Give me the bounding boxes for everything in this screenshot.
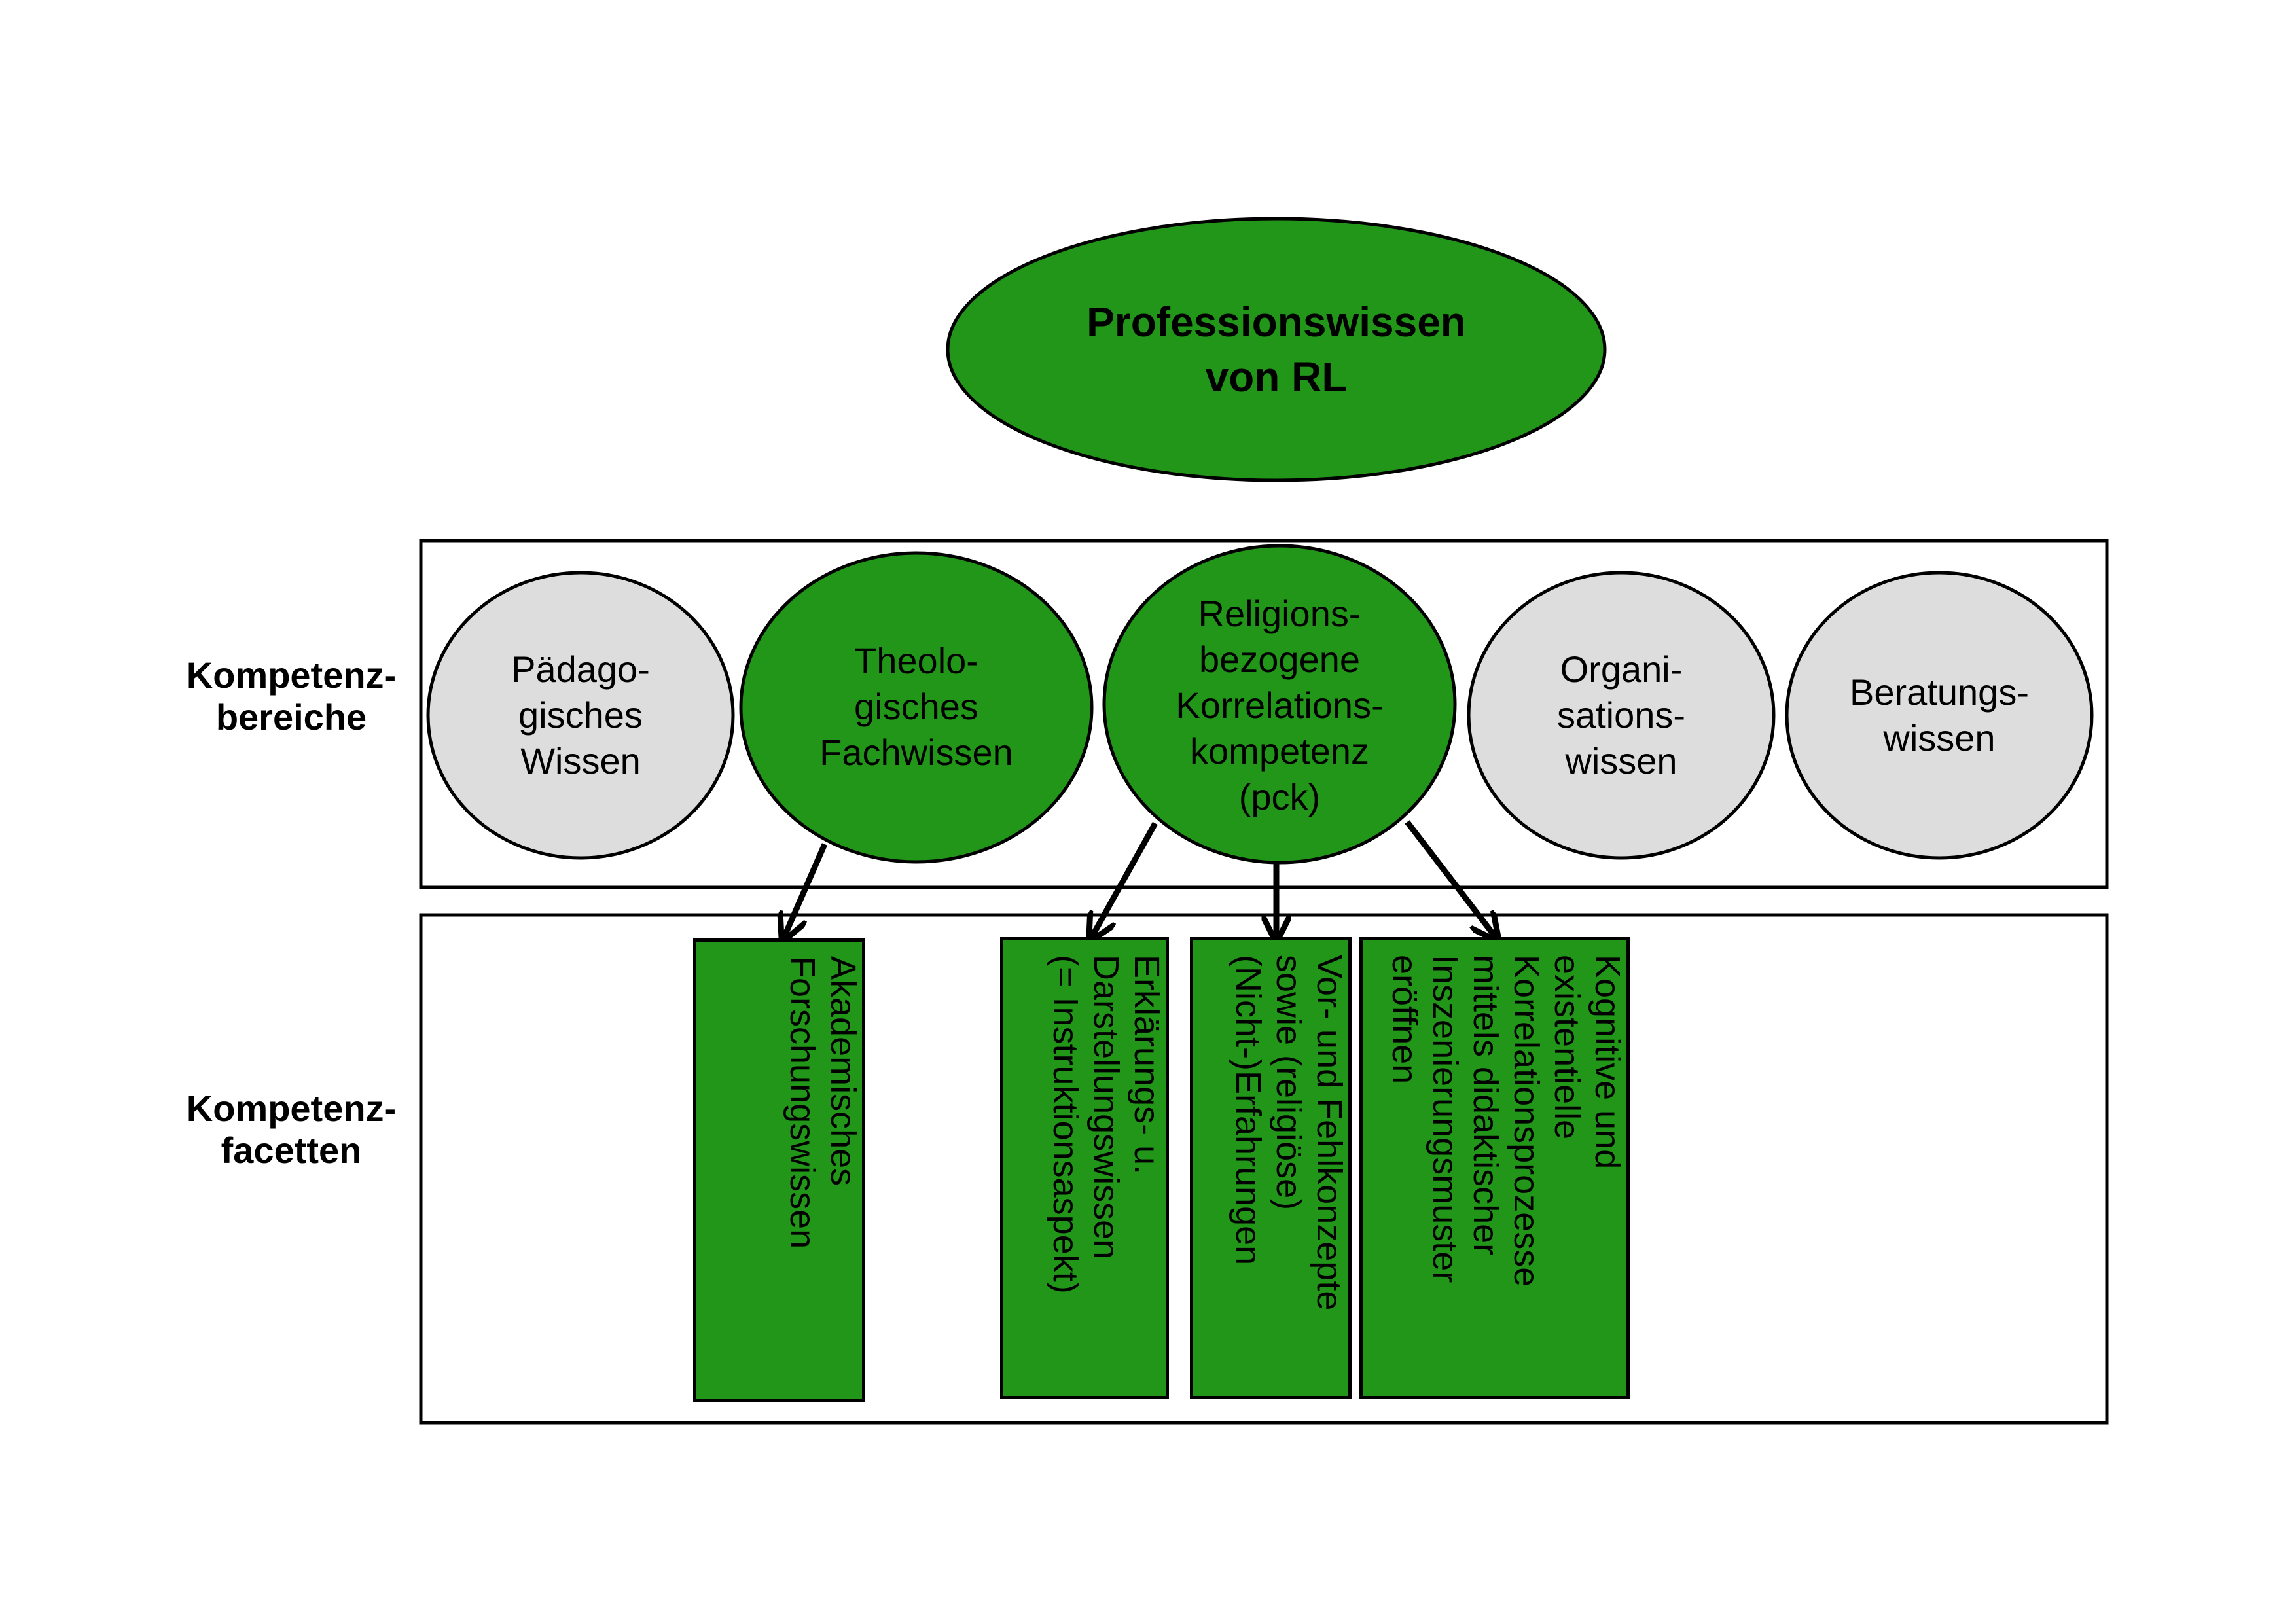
bereich-ellipse-beratungswissen [1785,571,2094,860]
title-label: Professionswissen von RL [1086,298,1466,401]
row-label-bereiche: Kompetenz- bereiche [186,654,397,738]
row-label-facetten: Kompetenz- facetten [186,1088,397,1171]
facette-label: Erklärungs- u. Darstellungswissen (= Ins… [1046,955,1166,1294]
bereich-korrelationskompetenz: Religions- bezogene Korrelations- kompet… [1122,568,1437,843]
facette-label: Vor- und Fehlkonzepte sowie (religiöse) … [1229,955,1349,1311]
bereich-ellipse-organisationswissen [1467,571,1776,860]
title-node: Professionswissen von RL [982,264,1571,435]
bereich-label: Theolo- gisches Fachwissen [819,640,1013,773]
bereich-label: Beratungs- wissen [1850,671,2029,758]
bereich-ellipse-theologisches-fachwissen [739,551,1094,864]
facette-label: Kognitive und existentielle Korrelations… [1385,955,1627,1287]
bereich-label: Organi- sations- wissen [1556,649,1686,781]
facette-korrelationsprozesse: Kognitive und existentielle Korrelations… [1359,937,1630,1399]
facette-darstellungswissen: Erklärungs- u. Darstellungswissen (= Ins… [1000,937,1169,1399]
bereich-label: Religions- bezogene Korrelations- kompet… [1175,593,1384,817]
title-ellipse [946,217,1607,482]
facette-fehlkonzepte: Vor- und Fehlkonzepte sowie (religiöse) … [1190,937,1352,1399]
bereich-paedagogisches-wissen: Pädago- gisches Wissen [445,589,716,842]
facette-forschungswissen: Akademisches Forschungswissen [693,938,865,1402]
bereich-ellipse-korrelationskompetenz [1102,544,1457,865]
bereich-organisationswissen: Organi- sations- wissen [1486,589,1757,842]
bereiche-frame [419,539,2109,889]
bereich-theologisches-fachwissen: Theolo- gisches Fachwissen [759,576,1073,838]
arrow-fachwissen-to-forschungswissen [784,843,828,937]
arrow-pck-to-korrelationsprozesse [1405,820,1496,937]
bereich-ellipse-paedagogisches-wissen [426,571,735,860]
facette-label: Akademisches Forschungswissen [783,956,863,1249]
bereich-label: Pädago- gisches Wissen [511,649,650,781]
bereich-beratungswissen: Beratungs- wissen [1804,589,2075,842]
arrow-pck-to-darstellungswissen [1092,821,1158,937]
